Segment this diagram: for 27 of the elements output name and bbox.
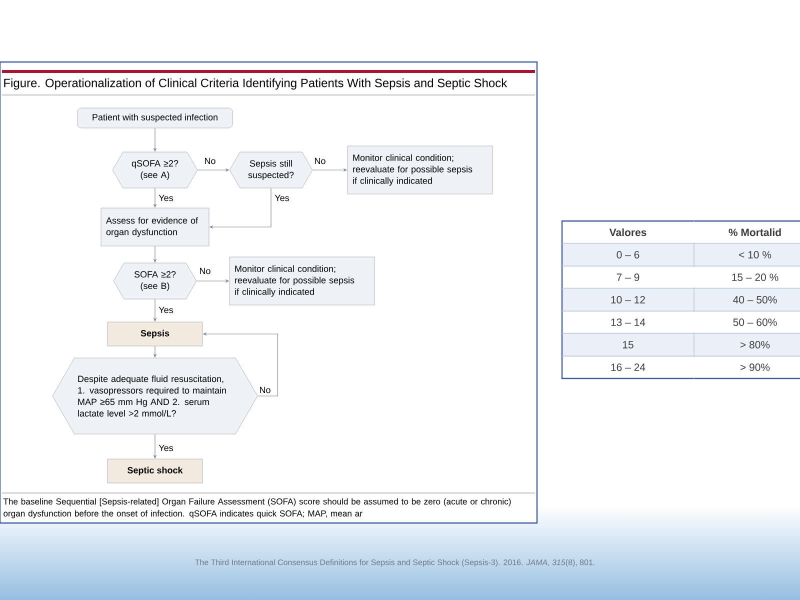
process-box: Assess for evidence of organ dysfunction — [100, 208, 210, 246]
outcome-box: Septic shock — [107, 458, 203, 484]
table-cell: 10 – 12 — [611, 296, 645, 304]
action-box: Monitor clinical condition; reevaluate for possible sepsis if clinically indicated — [229, 256, 375, 306]
figure-caption: The baseline Sequential [Sepsis-related] Organ Failure Assessment (SOFA) score should be assumed to be zero (acute or chronic) organ dysfunction before the onset of infection. qSOFA indicates quick SOFA; MAP, mean ar — [3, 498, 511, 518]
table-cell: Valores — [609, 228, 646, 236]
reference-text: The Third International Consensus Definitions for Sepsis and Septic Shock (Sepsis-3). 2016. JAMA, 315(8), 801. — [195, 559, 594, 567]
table-cell: 40 – 50% — [733, 296, 777, 304]
table-cell: < 10 % — [739, 251, 772, 258]
table-cell: 50 – 60% — [733, 318, 777, 326]
table-cell: 7 – 9 — [616, 274, 640, 281]
table-cell: % Mortalid — [728, 228, 781, 236]
action-box: Monitor clinical condition; reevaluate for possible sepsis if clinically indicated — [347, 146, 493, 194]
table-cell: 16 – 24 — [611, 364, 646, 371]
table-cell: 15 – 20 % — [732, 274, 778, 281]
decision-hexagon: qSOFA ≥2? (see A) — [112, 152, 198, 188]
figure-title: Figure. Operationalization of Clinical Criteria Identifying Patients With Sepsis and Septic Shock — [4, 78, 508, 90]
start-box: Patient with suspected infection — [77, 108, 233, 128]
table-cell: > 80% — [740, 341, 770, 348]
table-cell: 0 – 6 — [616, 251, 640, 258]
table-cell: 13 – 14 — [611, 318, 646, 326]
decision-hexagon: SOFA ≥2? (see B) — [113, 262, 197, 300]
outcome-box: Sepsis — [107, 322, 203, 346]
decision-hexagon: Despite adequate fluid resuscitation, 1. vasopressors required to maintain MAP ≥65 mm Hg AND 2. serum lactate level >2 mmol/L? — [52, 358, 258, 434]
table-cell: > 90% — [740, 364, 770, 371]
table-cell: 15 — [622, 341, 634, 348]
decision-hexagon: Sepsis still suspected? — [229, 152, 313, 188]
